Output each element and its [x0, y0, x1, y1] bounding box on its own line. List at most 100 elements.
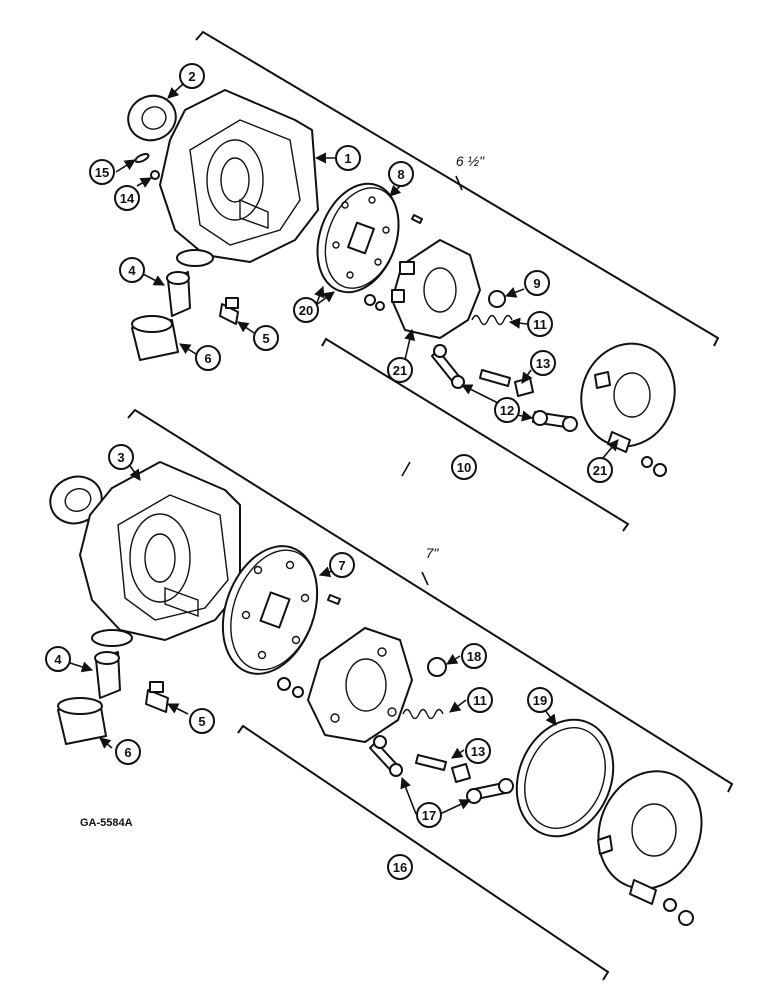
bushing-part-6-upper: [131, 315, 179, 361]
callout-12: 12: [494, 397, 520, 423]
lower-dimension-bracket: [127, 408, 734, 793]
actuator-plate-lower: [307, 627, 413, 743]
nut-upper-a: [364, 294, 376, 306]
callout-19: 19: [527, 687, 553, 713]
upper-bracket-tick: [455, 175, 463, 191]
callout-11-upper: 11: [527, 311, 553, 337]
housing-part-3: [79, 461, 241, 647]
callout-4-upper: 4: [119, 257, 145, 283]
svg-text:21: 21: [393, 363, 407, 378]
spring-part-11-upper: [471, 314, 513, 326]
link-part-12: [431, 344, 578, 432]
small-screw: [411, 214, 423, 224]
callout-2: 2: [179, 63, 205, 89]
svg-text:5: 5: [198, 714, 205, 729]
svg-text:19: 19: [533, 693, 547, 708]
callout-11-lower: 11: [467, 687, 493, 713]
callout-9: 9: [524, 270, 550, 296]
svg-text:3: 3: [117, 450, 124, 465]
callout-18: 18: [461, 643, 487, 669]
svg-text:5: 5: [262, 331, 269, 346]
svg-text:18: 18: [467, 649, 481, 664]
callout-4-lower: 4: [45, 646, 71, 672]
small-screw-lower: [327, 594, 341, 605]
callout-8: 8: [388, 161, 414, 187]
yoke-part-4-lower: [94, 651, 121, 699]
svg-text:6: 6: [124, 745, 131, 760]
lower-sub-bracket: [237, 724, 610, 981]
ring-part-19: [515, 718, 615, 838]
nut-upper-end-a: [641, 456, 653, 468]
ball-part-18: [427, 657, 447, 677]
svg-text:7: 7: [338, 558, 345, 573]
bushing-part-6-lower: [57, 697, 107, 745]
link-part-17: [369, 735, 514, 804]
washer-part-14: [150, 170, 160, 180]
actuator-plate-part-21: [391, 239, 481, 339]
svg-text:15: 15: [95, 165, 109, 180]
callout-14: 14: [114, 185, 140, 211]
cover-plate-part-21: [580, 342, 676, 453]
svg-text:16: 16: [393, 860, 407, 875]
disc-part-7: [221, 545, 319, 675]
drawing-code: GA-5584A: [80, 817, 133, 829]
callout-13-lower: 13: [465, 738, 491, 764]
cover-plate-lower: [597, 770, 703, 905]
upper-sub-bracket: [321, 337, 630, 532]
callout-6-lower: 6: [115, 739, 141, 765]
spring-part-11-lower: [402, 708, 444, 720]
svg-text:17: 17: [422, 808, 436, 823]
svg-text:6: 6: [204, 351, 211, 366]
seal-part-2: [127, 94, 177, 142]
svg-text:20: 20: [299, 303, 313, 318]
svg-text:14: 14: [120, 191, 135, 206]
svg-text:13: 13: [536, 356, 550, 371]
callout-21-right: 21: [587, 457, 613, 483]
lower-assembly: 7": [49, 408, 734, 981]
callout-16: 16: [387, 854, 413, 880]
callout-21-left: 21: [387, 357, 413, 383]
bolt-part-13-upper: [479, 369, 534, 397]
callout-3: 3: [108, 444, 134, 470]
nut-lower-end-b: [678, 910, 694, 926]
callout-5-lower: 5: [189, 708, 215, 734]
nut-lower-end-a: [663, 898, 677, 912]
svg-text:2: 2: [188, 69, 195, 84]
callout-20: 20: [293, 297, 319, 323]
pin-part-15: [134, 152, 150, 164]
svg-text:10: 10: [457, 460, 471, 475]
callout-1: 1: [335, 145, 361, 171]
callout-13-upper: 13: [530, 350, 556, 376]
svg-text:8: 8: [397, 167, 404, 182]
callout-17: 17: [416, 802, 442, 828]
svg-text:21: 21: [593, 463, 607, 478]
nut-lower-a: [277, 677, 291, 691]
bolt-part-5-upper: [219, 297, 239, 325]
svg-text:13: 13: [471, 744, 485, 759]
seal-lower: [49, 475, 103, 525]
lower-dimension-label: 7": [426, 545, 440, 561]
svg-text:12: 12: [500, 403, 514, 418]
nut-lower-b: [292, 686, 304, 698]
bolt-part-5-lower: [145, 681, 169, 713]
nut-upper-end-b: [653, 463, 667, 477]
yoke-part-4-upper: [166, 271, 191, 317]
svg-text:11: 11: [533, 317, 547, 332]
nut-upper-b: [375, 301, 385, 311]
callout-5-upper: 5: [253, 325, 279, 351]
lower-bracket-tick: [421, 571, 429, 586]
disc-part-8: [316, 182, 400, 294]
callout-7: 7: [329, 552, 355, 578]
upper-dimension-label: 6 ½": [456, 153, 485, 169]
callout-6-upper: 6: [195, 345, 221, 371]
svg-text:9: 9: [533, 276, 540, 291]
callout-15: 15: [89, 159, 115, 185]
bolt-part-13-lower: [415, 754, 471, 783]
svg-text:4: 4: [128, 263, 136, 278]
upper-assembly: 6 ½": [127, 30, 720, 532]
svg-text:4: 4: [54, 652, 62, 667]
ball-part-9: [488, 290, 506, 308]
callout-10: 10: [451, 454, 477, 480]
housing-part-1: [159, 89, 319, 267]
